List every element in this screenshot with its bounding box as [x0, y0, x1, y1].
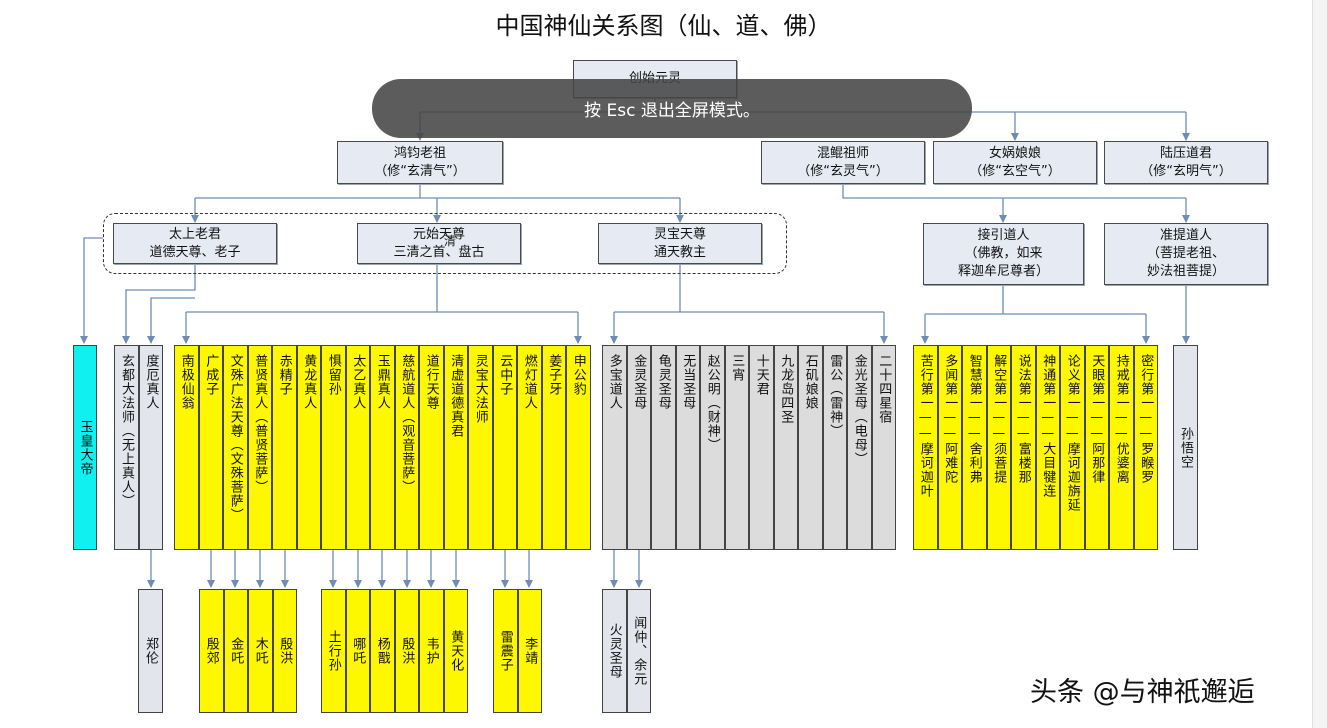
bottom-group1-0: 殷郊	[199, 589, 224, 713]
yuanshi-disciple-9: 慈航道人（观音菩萨）	[394, 345, 419, 550]
bottom-group2-5: 黄天化	[443, 589, 468, 713]
buddha-disciple-4: 说法第一——富楼那	[1011, 345, 1036, 550]
node-yuanshi: 元始天尊 三清之首、盘古	[357, 223, 521, 264]
bottom-group1-3: 殷洪	[272, 589, 297, 713]
col-zhenglun: 郑伦	[138, 589, 163, 713]
node-yuanshi-extra: 清	[444, 234, 457, 248]
bottom-group2-2: 杨戬	[370, 589, 395, 713]
yuanshi-disciple-14: 燃灯道人	[517, 345, 542, 550]
yuanshi-disciple-11: 清虚道德真君	[443, 345, 468, 550]
watermark: 头条 @与神祇邂逅	[1030, 677, 1255, 708]
diagram-title: 中国神仙关系图（仙、道、佛）	[495, 12, 832, 40]
lingbao-disciple-7: 九龙岛四圣	[773, 345, 798, 550]
yuanshi-disciple-10: 道行天尊	[419, 345, 444, 550]
lingbao-disciple-0: 多宝道人	[602, 345, 627, 550]
bottom-group3-1: 李靖	[517, 589, 542, 713]
buddha-disciple-2: 智慧第一——舍利弗	[962, 345, 987, 550]
bottom-group2-3: 殷洪	[394, 589, 419, 713]
bottom-group2-0: 土行孙	[321, 589, 346, 713]
yuanshi-disciple-13: 云中子	[492, 345, 517, 550]
lingbao-disciple-10: 金光圣母（电母）	[847, 345, 872, 550]
bottom-group4-0: 火灵圣母	[602, 589, 627, 713]
lingbao-disciple-4: 赵公明（财神）	[700, 345, 725, 550]
node-zhunti: 准提道人 （菩提老祖、 妙法祖菩提）	[1104, 223, 1268, 285]
buddha-disciple-1: 多闻第一——阿难陀	[937, 345, 962, 550]
col-duer: 度厄真人	[139, 345, 163, 550]
lingbao-disciple-6: 十天君	[749, 345, 774, 550]
yuanshi-disciple-2: 文殊广法天尊（文殊菩萨）	[223, 345, 248, 550]
buddha-disciple-6: 论义第一——摩诃迦旃延	[1060, 345, 1085, 550]
yuanshi-disciple-15: 姜子牙	[541, 345, 566, 550]
three-pure-ones-group	[103, 213, 787, 274]
bottom-group3-0: 雷震子	[493, 589, 518, 713]
buddha-disciple-0: 苦行第一——摩诃迦叶	[913, 345, 938, 550]
buddha-disciple-3: 解空第一——须菩提	[986, 345, 1011, 550]
buddha-disciple-5: 神通第一——大目犍连	[1035, 345, 1060, 550]
col-yuhuang: 玉皇大帝	[73, 345, 97, 550]
vertical-scrollbar[interactable]	[1312, 0, 1327, 728]
yuanshi-disciple-4: 赤精子	[272, 345, 297, 550]
yuanshi-disciple-3: 普贤真人（普贤菩萨）	[247, 345, 272, 550]
bottom-group2-4: 韦护	[419, 589, 444, 713]
buddha-disciple-7: 天眼第一——阿那律	[1084, 345, 1109, 550]
node-hongjun: 鸿钧老祖 （修“玄清气”）	[337, 141, 503, 184]
node-jieyin: 接引道人 （佛教，如来 释迦牟尼尊者）	[923, 223, 1084, 285]
lingbao-disciple-8: 石矶娘娘	[798, 345, 823, 550]
buddha-disciple-9: 密行第一——罗睺罗	[1133, 345, 1158, 550]
yuanshi-disciple-7: 太乙真人	[345, 345, 370, 550]
yuanshi-disciple-8: 玉鼎真人	[370, 345, 395, 550]
lingbao-disciple-2: 龟灵圣母	[651, 345, 676, 550]
buddha-disciple-8: 持戒第一——优婆离	[1109, 345, 1134, 550]
yuanshi-disciple-6: 惧留孙	[321, 345, 346, 550]
yuanshi-disciple-16: 申公豹	[566, 345, 591, 550]
lingbao-disciple-9: 雷公（雷神）	[822, 345, 847, 550]
fullscreen-exit-toast: 按 Esc 退出全屏模式。	[372, 79, 972, 138]
lingbao-disciple-11: 二十四星宿	[871, 345, 896, 550]
yuanshi-disciple-12: 灵宝大法师	[468, 345, 493, 550]
node-hunkun: 混鲲祖师 （修“玄灵气”）	[761, 141, 925, 184]
node-luya: 陆压道君 （修“玄明气”）	[1104, 141, 1268, 184]
yuanshi-disciple-0: 南极仙翁	[174, 345, 199, 550]
col-sunwukong: 孙悟空	[1173, 345, 1198, 550]
yuanshi-disciple-5: 黄龙真人	[296, 345, 321, 550]
lingbao-disciple-3: 无当圣母	[675, 345, 700, 550]
bottom-group2-1: 哪吒	[345, 589, 370, 713]
bottom-group1-1: 金吒	[223, 589, 248, 713]
node-lingbao: 灵宝天尊 通天教主	[598, 223, 762, 264]
lingbao-disciple-5: 三宵	[724, 345, 749, 550]
lingbao-disciple-1: 金灵圣母	[626, 345, 651, 550]
node-nvwa: 女娲娘娘 （修“玄空气”）	[933, 141, 1097, 184]
node-laojun: 太上老君 道德天尊、老子	[113, 223, 277, 264]
bottom-group1-2: 木吒	[248, 589, 273, 713]
yuanshi-disciple-1: 广成子	[198, 345, 223, 550]
col-xuandu: 玄都大法师（无上真人）	[114, 345, 139, 550]
bottom-group4-1: 闻仲、余元	[626, 589, 651, 713]
